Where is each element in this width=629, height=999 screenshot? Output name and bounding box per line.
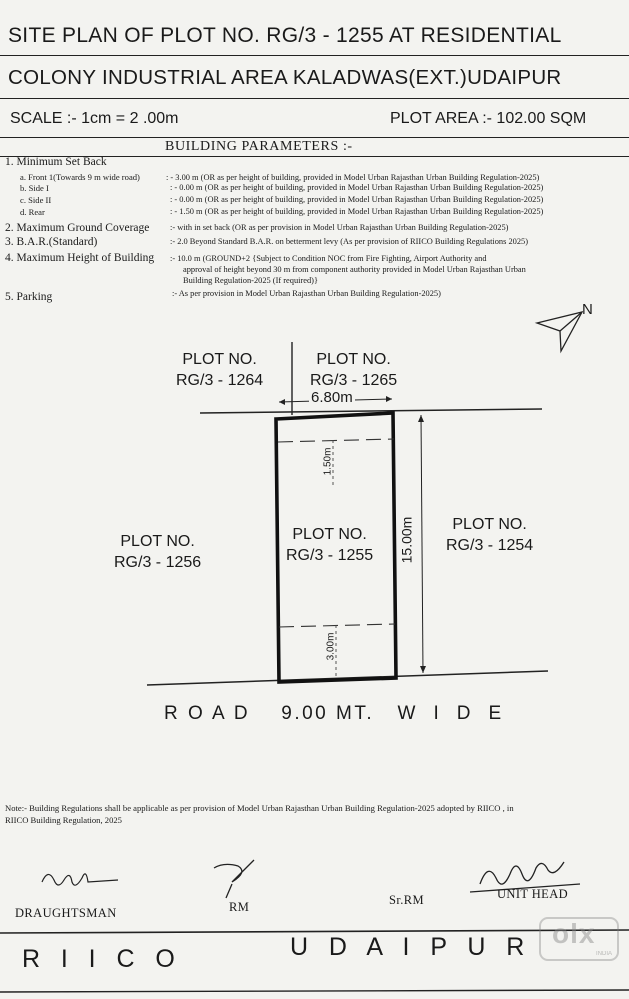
plot-1254-line-1: PLOT NO. — [452, 516, 527, 533]
length-arrow-top — [418, 415, 424, 422]
bar-value: :- 2.0 Beyond Standard B.A.R. on betterm… — [170, 237, 528, 246]
setback-rear-value: : - 1.50 m (OR as per height of building… — [170, 207, 544, 216]
plot-1255-line-1: PLOT NO. — [292, 526, 367, 543]
plot-1254-label: PLOT NO. RG/3 - 1254 — [446, 514, 533, 556]
setback-side2-value: : - 0.00 m (OR as per height of building… — [170, 195, 544, 204]
plot-1265-line-2: RG/3 - 1265 — [310, 372, 398, 389]
plot-1255-line-2: RG/3 - 1255 — [286, 547, 374, 564]
title-line-1: SITE PLAN OF PLOT NO. RG/3 - 1255 AT RES… — [8, 24, 562, 47]
plot-1256-label: PLOT NO. RG/3 - 1256 — [114, 531, 201, 573]
note-line-1: Note:- Building Regulations shall be app… — [5, 803, 514, 813]
footer-riico: R I I C O — [22, 945, 175, 973]
plot-1264-line-1: PLOT NO. — [182, 351, 257, 368]
plot-1255-label: PLOT NO. RG/3 - 1255 — [286, 524, 373, 566]
unit-head-signature — [469, 861, 581, 893]
header-rule-4 — [0, 156, 629, 157]
setback-rear-label: d. Rear — [20, 207, 45, 217]
setback-side2-label: c. Side II — [20, 195, 52, 205]
plot-1255-boundary — [274, 411, 398, 684]
unit-head-label: UNIT HEAD — [497, 887, 569, 901]
length-arrow-bottom — [420, 666, 426, 673]
plot-1264-line-2: RG/3 - 1264 — [176, 372, 264, 389]
plot-1254-line-2: RG/3 - 1254 — [446, 537, 534, 554]
coverage-label: 2. Maximum Ground Coverage — [5, 222, 150, 234]
footer-rule-top — [0, 929, 629, 934]
title-line-2: COLONY INDUSTRIAL AREA KALADWAS(EXT.)UDA… — [8, 66, 562, 89]
header-rule-1 — [0, 55, 629, 56]
footer-udaipur: U D A I P U R — [290, 933, 525, 961]
height-label: 4. Maximum Height of Building — [5, 252, 155, 264]
width-dimension: 6.80m — [309, 389, 355, 406]
setback-front-label: a. Front 1(Towards 9 m wide road) — [20, 172, 140, 182]
olx-watermark-sub: INDIA — [596, 951, 613, 957]
header-rule-3 — [0, 137, 629, 138]
setback-front-value: : - 3.00 m (OR as per height of building… — [166, 173, 540, 182]
rear-setback-line — [277, 438, 395, 443]
rear-boundary-line — [199, 408, 543, 414]
plot-1256-line-1: PLOT NO. — [120, 533, 195, 550]
draughtsman-label: DRAUGHTSMAN — [15, 906, 117, 920]
plot-1265-line-1: PLOT NO. — [316, 351, 391, 368]
parking-label: 5. Parking — [5, 291, 53, 303]
plot-1264-label: PLOT NO. RG/3 - 1264 — [176, 349, 263, 391]
header-rule-2 — [0, 98, 629, 99]
scale-text: SCALE :- 1cm = 2 .00m — [10, 110, 179, 127]
setback-side1-label: b. Side I — [20, 183, 49, 193]
height-value-line-1: :- 10.0 m (GROUND+2 {Subject to Conditio… — [170, 254, 487, 263]
rm-signature — [213, 859, 255, 899]
north-label: N — [582, 301, 593, 318]
olx-watermark-icon — [539, 917, 619, 961]
note-line-2: RIICO Building Regulation, 2025 — [5, 815, 122, 825]
height-value-line-3: Building Regulation-2025 (If required)} — [183, 276, 318, 285]
footer-rule-bottom — [0, 989, 629, 993]
plot-1256-line-2: RG/3 - 1256 — [114, 554, 202, 571]
length-dimension: 15.00m — [398, 516, 415, 564]
front-setback-dimension: 3.00m — [325, 632, 337, 661]
coverage-value: :- with in set back (OR as per provision… — [170, 223, 509, 232]
building-parameters-title: BUILDING PARAMETERS :- — [165, 139, 353, 154]
length-dim-line — [420, 414, 424, 674]
north-arrow-icon — [534, 311, 584, 354]
parking-value: :- As per provision in Model Urban Rajas… — [172, 289, 441, 298]
plot-area-text: PLOT AREA :- 102.00 SQM — [390, 110, 587, 127]
setback-label: 1. Minimum Set Back — [5, 156, 107, 168]
height-value-line-2: approval of height beyond 30 m from comp… — [183, 265, 526, 274]
sr-rm-label: Sr.RM — [389, 893, 425, 907]
road-label: R O A D 9.00 MT. W I D E — [164, 703, 504, 724]
setback-side1-value: : - 0.00 m (OR as per height of building… — [170, 183, 544, 192]
plot-1265-label: PLOT NO. RG/3 - 1265 — [310, 349, 397, 391]
olx-watermark-text: olx — [552, 918, 596, 949]
draughtsman-signature — [41, 873, 119, 886]
width-arrow-right — [386, 396, 392, 402]
front-setback-line — [278, 623, 396, 628]
width-arrow-left — [279, 399, 285, 405]
rm-label: RM — [229, 900, 250, 914]
bar-label: 3. B.A.R.(Standard) — [5, 236, 98, 248]
rear-setback-dimension: 1.50m — [322, 447, 334, 476]
